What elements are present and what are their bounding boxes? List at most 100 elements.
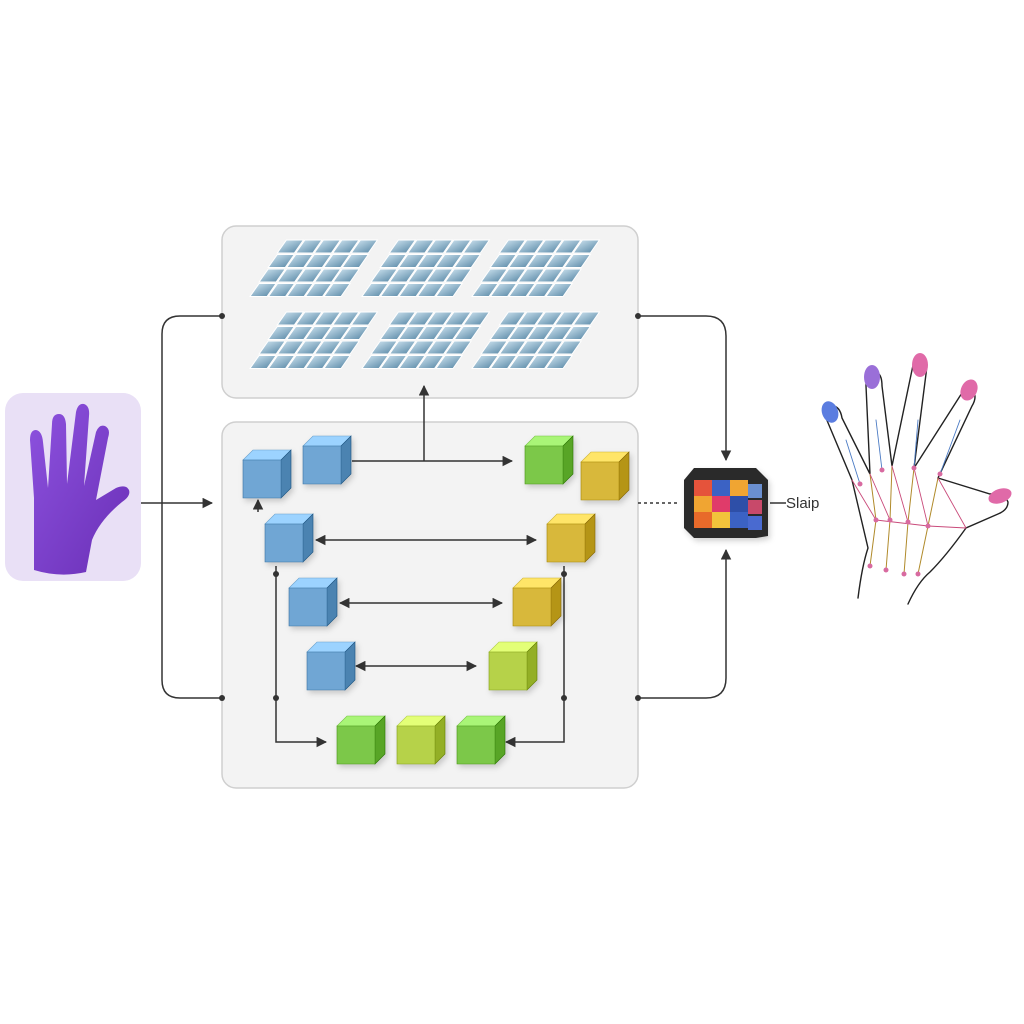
grid-tile xyxy=(498,340,527,355)
grid-tile xyxy=(407,268,436,283)
grid-tile xyxy=(471,283,500,297)
grid-tile xyxy=(304,326,333,340)
grid-tile xyxy=(444,340,473,355)
cube-front xyxy=(306,651,346,691)
grid-tile xyxy=(480,340,509,355)
cube-block xyxy=(456,715,506,765)
cube-front xyxy=(336,725,376,765)
grid-tile xyxy=(267,283,296,297)
grid-tile xyxy=(507,326,536,340)
cube-group xyxy=(242,435,630,765)
grid-tile xyxy=(323,355,352,369)
grid-tile xyxy=(304,283,333,297)
grid-tile xyxy=(286,355,315,369)
grid-tile xyxy=(341,254,370,268)
purple-hand-icon xyxy=(30,403,130,575)
feature-grid xyxy=(361,239,491,297)
cube-front xyxy=(288,587,328,627)
grid-tile xyxy=(258,340,287,355)
grid-tile xyxy=(332,268,361,283)
grid-tile xyxy=(370,340,399,355)
cube-block xyxy=(306,641,356,691)
grid-tile xyxy=(563,326,592,340)
grid-tile xyxy=(388,268,417,283)
grid-tile xyxy=(341,326,370,340)
grid-tile xyxy=(350,239,379,254)
grid-tile xyxy=(517,340,546,355)
grid-tile xyxy=(294,239,323,254)
output-label: Slaip xyxy=(786,495,819,512)
grid-tile xyxy=(425,268,454,283)
grid-tile xyxy=(554,268,583,283)
cube-block xyxy=(512,577,562,627)
grid-tile xyxy=(304,355,333,369)
feature-grid xyxy=(471,311,601,369)
grid-tile xyxy=(545,283,574,297)
grid-tile xyxy=(526,326,555,340)
grid-tile xyxy=(535,311,564,326)
grid-tile xyxy=(406,311,435,326)
grid-tile xyxy=(276,239,305,254)
grid-tile xyxy=(508,355,537,369)
grid-tile xyxy=(526,254,555,268)
grid-tile xyxy=(379,326,408,340)
cube-front xyxy=(396,725,436,765)
cube-front xyxy=(456,725,496,765)
grid-tile xyxy=(434,326,463,340)
grid-tile xyxy=(267,254,296,268)
grid-tile xyxy=(416,283,445,297)
grid-tile xyxy=(535,340,564,355)
grid-tile xyxy=(294,311,323,326)
color-block-cube-icon xyxy=(684,468,768,538)
cube-front xyxy=(264,523,304,563)
grid-tile xyxy=(498,311,527,326)
cube-block xyxy=(580,451,630,501)
grid-tile xyxy=(379,283,408,297)
grid-tile xyxy=(545,355,574,369)
feature-grid-group xyxy=(249,239,601,369)
grid-tile xyxy=(462,311,491,326)
grid-tile xyxy=(535,268,564,283)
connector-dots xyxy=(219,313,641,701)
grid-tile xyxy=(313,268,342,283)
grid-tile xyxy=(425,340,454,355)
grid-tile xyxy=(322,326,351,340)
grid-tile xyxy=(397,326,426,340)
cube-front xyxy=(302,445,342,485)
grid-tile xyxy=(313,311,342,326)
grid-tile xyxy=(416,355,445,369)
feature-grid xyxy=(249,239,379,297)
grid-tile xyxy=(276,268,305,283)
grid-tile xyxy=(554,340,583,355)
grid-tile xyxy=(276,311,305,326)
grid-tile xyxy=(407,340,436,355)
feature-grid xyxy=(361,311,491,369)
cube-block xyxy=(488,641,538,691)
bottom-right-to-fusion-arrow xyxy=(638,548,732,699)
grid-tile xyxy=(323,283,352,297)
cube-block xyxy=(242,449,292,499)
grid-tile xyxy=(361,283,390,297)
cube-front xyxy=(512,587,552,627)
grid-tile xyxy=(304,254,333,268)
grid-tile xyxy=(285,254,314,268)
grid-tile xyxy=(388,340,417,355)
grid-tile xyxy=(563,254,592,268)
grid-tile xyxy=(295,268,324,283)
right-loop-arrow xyxy=(504,566,565,748)
grid-tile xyxy=(462,239,491,254)
grid-tile xyxy=(489,254,518,268)
grid-tile xyxy=(416,326,445,340)
grid-tile xyxy=(332,340,361,355)
grid-tile xyxy=(498,239,527,254)
grid-tile xyxy=(453,254,482,268)
grid-tile xyxy=(267,326,296,340)
grid-tile xyxy=(350,311,379,326)
grid-tile xyxy=(322,254,351,268)
grid-tile xyxy=(480,268,509,283)
grid-tile xyxy=(435,283,464,297)
hand-skeleton-icon xyxy=(824,359,1009,605)
grid-tile xyxy=(498,268,527,283)
grid-tile xyxy=(285,326,314,340)
grid-tile xyxy=(489,326,518,340)
